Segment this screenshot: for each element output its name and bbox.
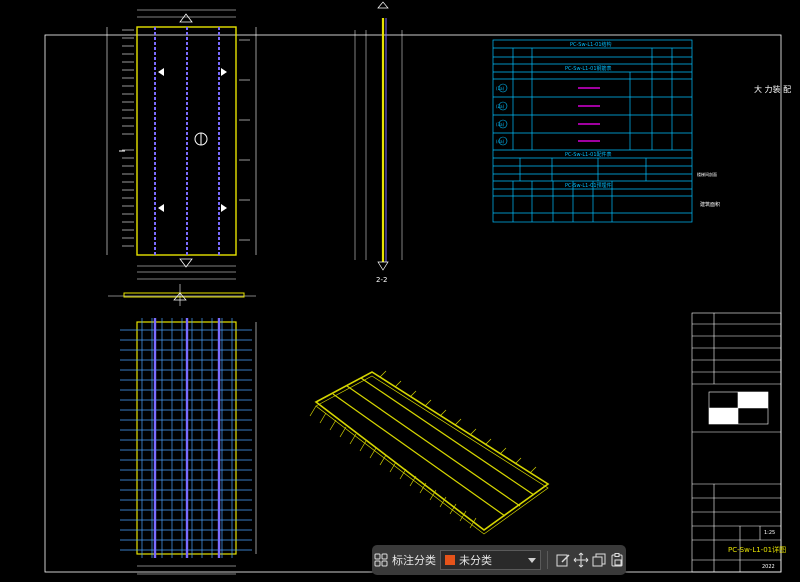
- annotation-category-label: 标注分类: [391, 554, 436, 567]
- section-2-2-label: 2-2: [376, 276, 387, 284]
- sheet-number: 2022: [762, 564, 775, 570]
- table-section2-title: PC-Sw-L1-01钢筋表: [565, 65, 612, 72]
- table-row-1a: (1a): [496, 86, 505, 91]
- schedule-table: [492, 39, 693, 223]
- sheet-scale: 1:25: [764, 530, 775, 536]
- copy-icon[interactable]: [590, 549, 608, 571]
- sheet-drawing-title: PC-Sw-L1-01详图: [728, 545, 786, 554]
- category-color-swatch: [444, 555, 455, 565]
- section-1-1: [108, 284, 256, 306]
- side-elevation: 2-2: [354, 1, 403, 284]
- category-select-value: 未分类: [458, 554, 492, 567]
- category-select[interactable]: 未分类: [439, 550, 542, 570]
- title-block: [691, 312, 782, 573]
- small-label: 楼梯间剖面: [697, 171, 717, 177]
- table-section4-title: PC-Sw-L1-01预埋件: [565, 182, 612, 189]
- chevron-down-icon: [528, 557, 537, 563]
- sheet-title-big: 大 力装 配: [754, 84, 791, 94]
- move-icon[interactable]: [572, 549, 590, 571]
- grid-icon[interactable]: [372, 549, 390, 571]
- edit-icon[interactable]: [554, 549, 572, 571]
- paste-icon[interactable]: [608, 549, 626, 571]
- plan-view: [106, 9, 257, 280]
- isometric-view: [309, 370, 550, 535]
- rebar-grid-view: [120, 318, 257, 575]
- table-row-4a: (4a): [496, 139, 505, 144]
- table-title: PC-Sw-L1-01结构: [570, 41, 612, 48]
- table-row-3a: (3a): [496, 122, 505, 127]
- table-markers: [498, 83, 600, 146]
- note-label: 建筑面积: [700, 201, 720, 208]
- table-section3-title: PC-Sw-L1-01配件表: [565, 151, 612, 158]
- toolbar-divider: [547, 551, 549, 569]
- annotation-toolbar: 标注分类 未分类: [372, 545, 626, 575]
- table-row-2a: (2a): [496, 104, 505, 109]
